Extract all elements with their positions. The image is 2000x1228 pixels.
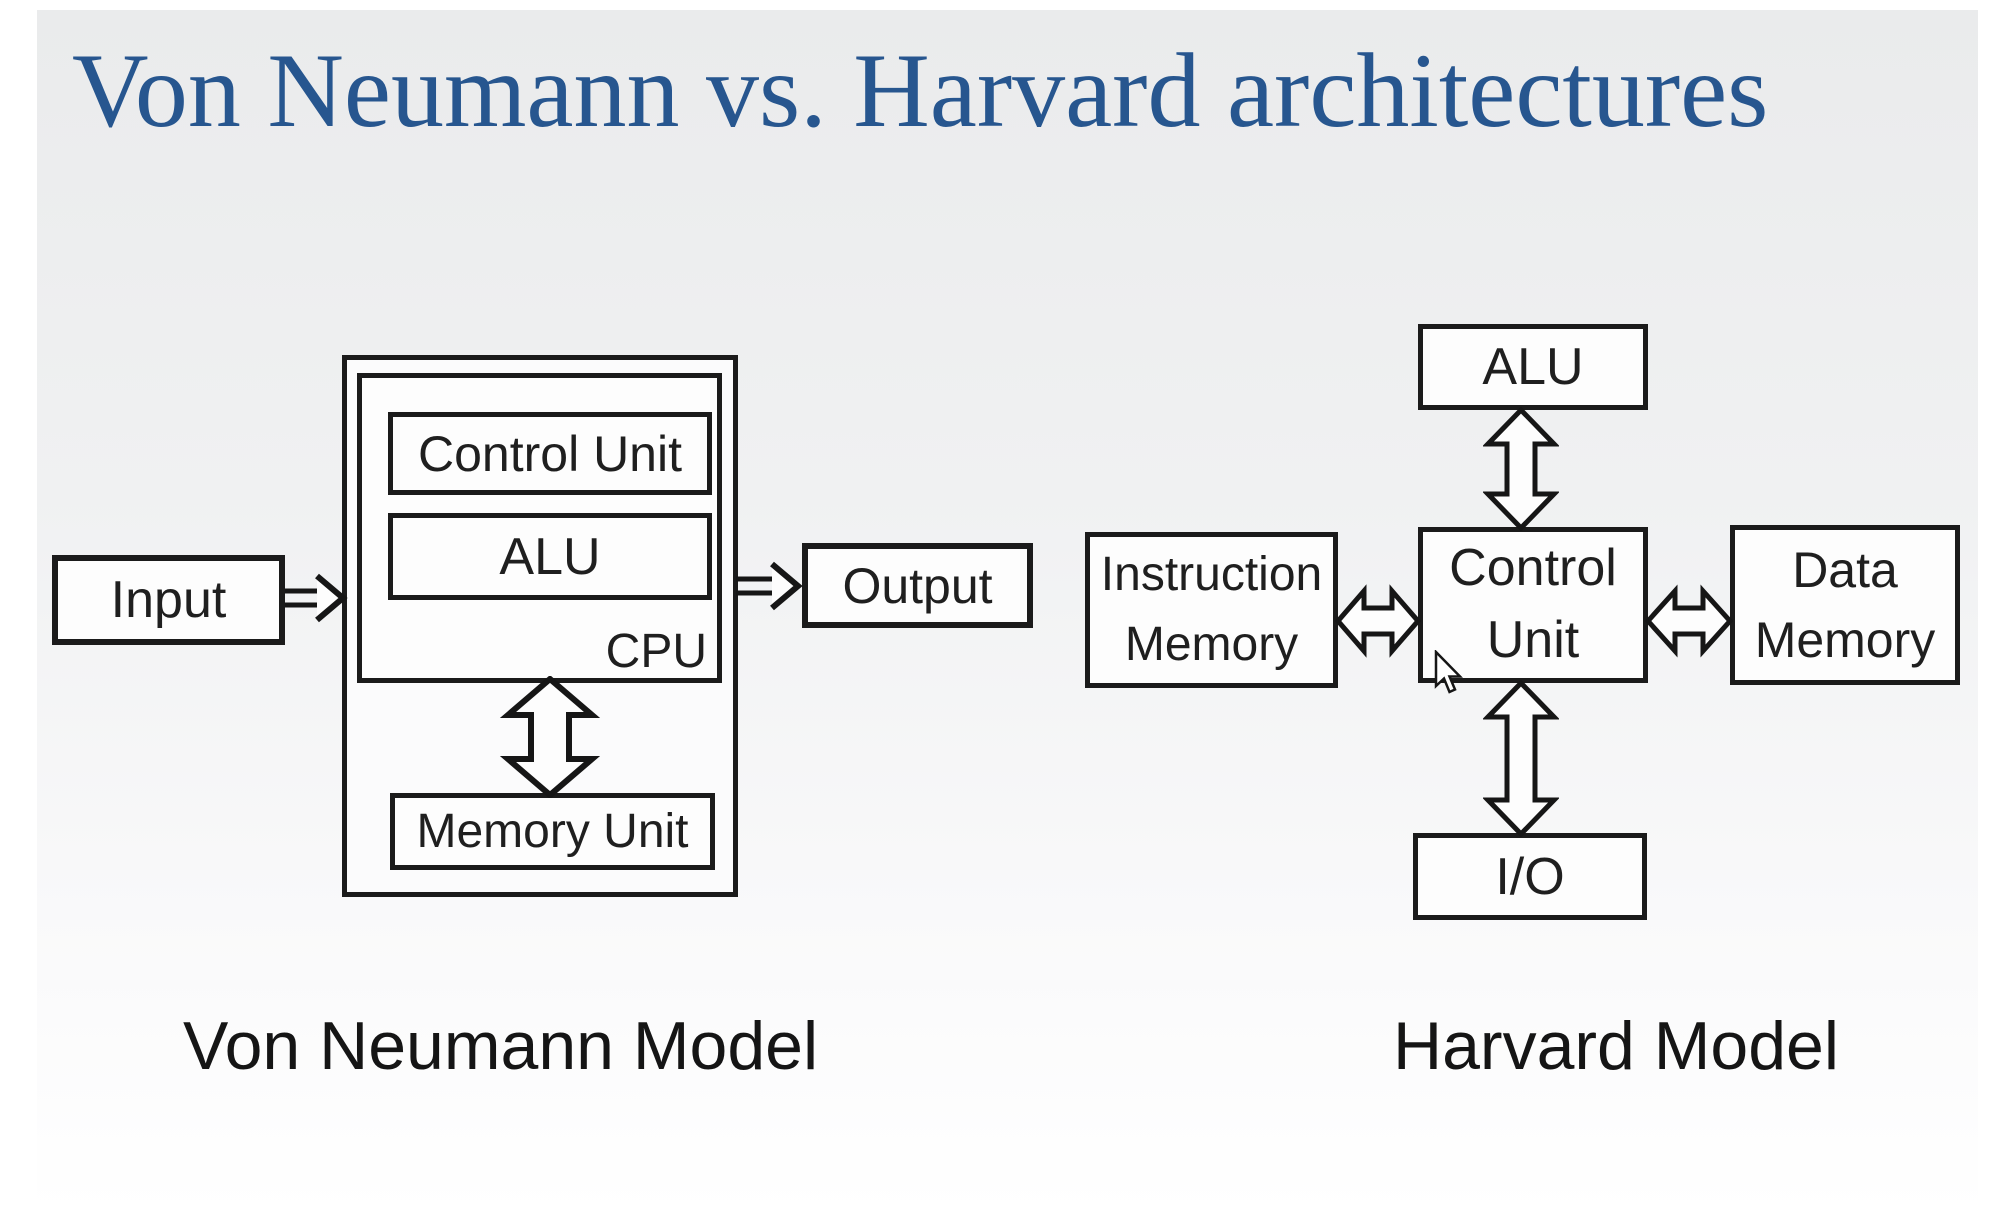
instructionmemory-controlunit-double-arrow-icon bbox=[1335, 584, 1421, 658]
vn-control-unit-label: Control Unit bbox=[418, 425, 682, 482]
vn-memory-unit-label: Memory Unit bbox=[416, 805, 689, 858]
harvard-alu-box: ALU bbox=[1418, 324, 1648, 410]
harvard-alu-label: ALU bbox=[1482, 338, 1584, 396]
vn-control-unit-box: Control Unit bbox=[388, 412, 712, 495]
vn-memory-unit-box: Memory Unit bbox=[390, 793, 715, 870]
harvard-instruction-memory-label: Instruction Memory bbox=[1100, 548, 1323, 671]
controlunit-datamemory-double-arrow-icon bbox=[1645, 584, 1733, 658]
mouse-cursor-icon bbox=[1434, 650, 1463, 694]
vn-output-label: Output bbox=[842, 557, 993, 614]
harvard-control-unit-label: Control Unit bbox=[1449, 539, 1617, 669]
cpu-memory-double-arrow-icon bbox=[499, 676, 601, 798]
harvard-control-unit-box: Control Unit bbox=[1418, 527, 1648, 683]
input-to-cpu-arrow-icon bbox=[285, 573, 348, 623]
controlunit-io-double-arrow-icon bbox=[1483, 680, 1559, 837]
slide-title: Von Neumann vs. Harvard architectures bbox=[72, 32, 1769, 149]
harvard-data-memory-box: Data Memory bbox=[1730, 525, 1960, 685]
vn-input-box: Input bbox=[52, 555, 285, 645]
harvard-data-memory-label: Data Memory bbox=[1754, 542, 1936, 668]
vn-cpu-label: CPU bbox=[605, 625, 707, 678]
vn-alu-label: ALU bbox=[499, 527, 601, 586]
cpu-to-output-arrow-icon bbox=[736, 561, 803, 611]
alu-controlunit-double-arrow-icon bbox=[1483, 407, 1559, 531]
vn-output-box: Output bbox=[802, 543, 1033, 628]
vn-input-label: Input bbox=[110, 571, 227, 629]
harvard-instruction-memory-box: Instruction Memory bbox=[1085, 532, 1338, 688]
von-neumann-caption: Von Neumann Model bbox=[183, 1008, 819, 1084]
harvard-caption: Harvard Model bbox=[1393, 1008, 1839, 1084]
harvard-io-box: I/O bbox=[1413, 833, 1647, 920]
vn-alu-box: ALU bbox=[388, 513, 712, 600]
harvard-io-label: I/O bbox=[1495, 847, 1565, 906]
